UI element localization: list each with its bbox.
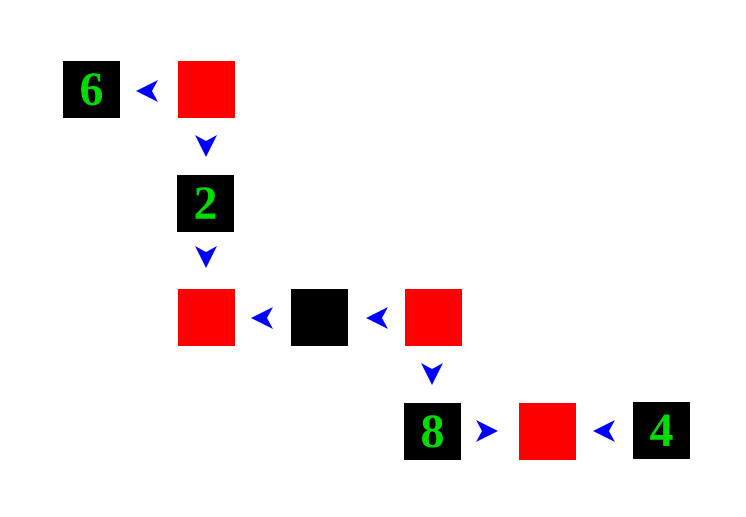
node-black-8: 8 xyxy=(404,403,461,460)
node-red-mid-right xyxy=(405,289,462,346)
arrow-down-right-down-arrow-icon xyxy=(421,363,443,385)
arrow-down-lower-down-arrow-icon xyxy=(195,246,217,268)
node-red-top xyxy=(178,61,235,118)
node-red-mid-left xyxy=(178,289,235,346)
arrow-left-bottom-left-arrow-icon xyxy=(593,420,615,442)
node-black-6: 6 xyxy=(63,61,120,118)
node-red-bottom xyxy=(519,403,576,460)
node-label: 6 xyxy=(79,62,104,116)
arrow-left-mid-inner-left-arrow-icon xyxy=(251,307,273,329)
node-label: 4 xyxy=(649,403,674,457)
arrow-down-upper-down-arrow-icon xyxy=(195,135,217,157)
arrow-left-top-left-arrow-icon xyxy=(136,80,158,102)
node-label: 2 xyxy=(193,176,218,230)
node-label: 8 xyxy=(420,404,445,458)
node-black-empty xyxy=(291,289,348,346)
arrow-left-mid-outer-left-arrow-icon xyxy=(366,307,388,329)
arrow-right-bottom-right-arrow-icon xyxy=(476,420,498,442)
node-black-2: 2 xyxy=(177,175,234,232)
node-black-4: 4 xyxy=(633,402,690,459)
